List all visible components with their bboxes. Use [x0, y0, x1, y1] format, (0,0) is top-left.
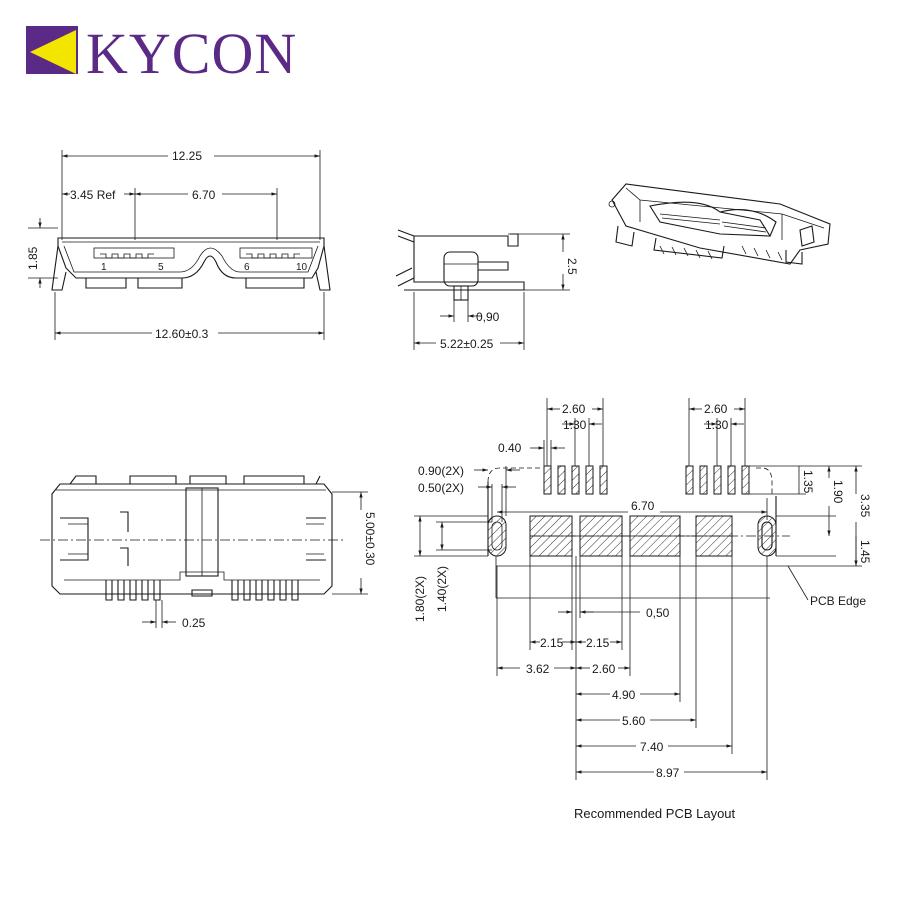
isometric-view — [608, 183, 831, 265]
dim-row-offset: 1.90 — [831, 480, 845, 504]
dim-pad-group-right: 2.60 — [704, 402, 728, 416]
pcb-layout-caption: Recommended PCB Layout — [574, 806, 736, 821]
dim-pad-length: 1.35 — [801, 470, 815, 494]
front-view: 12.25 3.45 Ref 6.70 1 5 6 10 — [26, 149, 331, 341]
dim-ref: 3.45 Ref — [70, 188, 116, 202]
dim-side-depth: 5.22±0.25 — [440, 337, 494, 351]
dim-side-tab: 0,90 — [476, 310, 500, 324]
dim-slot-height-inner: 1.40(2X) — [435, 566, 449, 612]
dim-pad-pitch-left: 1.30 — [563, 418, 587, 432]
dim-lower: 1.45 — [858, 540, 872, 564]
dim-slot-inner: 0.50(2X) — [418, 481, 464, 495]
dim-front-height: 1.85 — [26, 246, 40, 270]
dim-bottom-pitch: 0.25 — [182, 616, 206, 630]
dim-f: 5.60 — [622, 714, 646, 728]
dim-gap: 0,50 — [646, 606, 670, 620]
logo-yellow-triangle — [30, 30, 76, 74]
dim-e: 4.90 — [612, 688, 636, 702]
dim-side-height: 2.5 — [565, 258, 579, 275]
dim-total-height: 3.35 — [858, 494, 872, 518]
dim-c: 3.62 — [526, 662, 550, 676]
pcb-layout: 2.60 1.30 2.60 1.30 0.40 0.90(2X) 0.50(2… — [413, 398, 872, 821]
dim-b: 2.15 — [586, 636, 610, 650]
logo-wordmark: KYCON — [86, 21, 297, 86]
pcb-signal-pads-left — [543, 465, 608, 495]
pin-label-6: 6 — [244, 262, 250, 273]
dim-pad-width: 0.40 — [498, 441, 522, 455]
pin-label-5: 5 — [158, 262, 164, 273]
dim-pad-row-span: 6.70 — [631, 499, 655, 513]
pcb-signal-pads-right — [685, 465, 750, 495]
dim-slot-height-outer: 1.80(2X) — [413, 576, 427, 622]
dim-h: 8.97 — [656, 766, 680, 780]
side-view: 2.5 0,90 5.22±0.25 — [395, 229, 579, 351]
bottom-view: 5.00±0.30 0.25 — [40, 475, 377, 630]
iso-contacts — [659, 213, 767, 233]
dim-pad-pitch-right: 1.30 — [705, 418, 729, 432]
dim-g: 7.40 — [640, 740, 664, 754]
kycon-logo: KYCON — [26, 21, 297, 86]
dim-a: 2.15 — [540, 636, 564, 650]
dim-overall-bottom: 12.60±0.3 — [155, 327, 209, 341]
dim-pad-group-left: 2.60 — [562, 402, 586, 416]
dim-bottom-depth: 5.00±0.30 — [363, 512, 377, 566]
bottom-pins — [105, 580, 299, 601]
pcb-edge-label: PCB Edge — [810, 594, 866, 608]
dim-d: 2.60 — [592, 662, 616, 676]
dim-overall-top: 12.25 — [172, 149, 202, 163]
front-pin-ticks — [100, 253, 300, 259]
pin-label-1: 1 — [101, 262, 107, 273]
pin-label-10: 10 — [296, 262, 308, 273]
dim-slot-outer: 0.90(2X) — [418, 464, 464, 478]
dim-span: 6.70 — [192, 188, 216, 202]
